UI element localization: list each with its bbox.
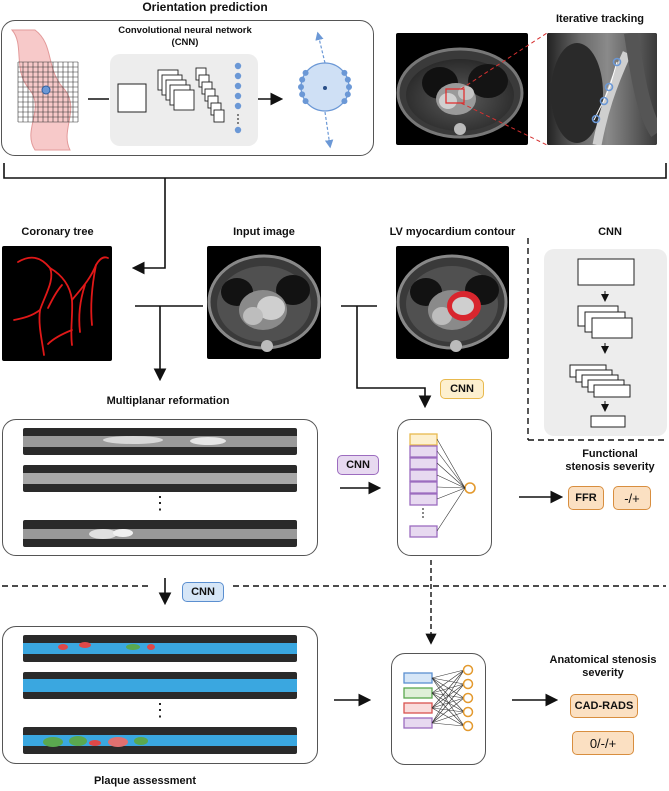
mpr-ellipsis: ⋮ — [151, 493, 169, 513]
cadrads-network-nodes — [403, 672, 433, 729]
plaque-ellipsis: ⋮ — [151, 700, 169, 720]
cnn-side-panel-shapes — [569, 258, 635, 428]
lv-contour-title: LV myocardium contour — [389, 226, 516, 238]
ffr-badge: FFR — [568, 486, 604, 510]
vessel-grid-icon — [10, 29, 72, 151]
cnn-output-dots — [234, 62, 242, 134]
plaque-strip-2 — [23, 672, 297, 699]
coronary-tree-vessels — [13, 256, 109, 356]
cadrads-grade-badge: 0/-/+ — [572, 731, 634, 755]
coronary-tree-title: Coronary tree — [21, 226, 94, 238]
mpr-strip-3 — [23, 520, 297, 547]
grid-center-point — [41, 85, 51, 95]
input-image-title: Input image — [233, 226, 295, 238]
cadrads-output-nodes — [462, 664, 474, 732]
mpr-strip-2 — [23, 465, 297, 492]
sphere-direction-dots — [298, 69, 352, 105]
ffr-sign-badge: -/+ — [613, 486, 651, 510]
cnn-input-square — [117, 83, 147, 113]
lv-contour-image — [396, 246, 509, 359]
multiplanar-title: Multiplanar reformation — [106, 395, 230, 407]
ffr-network-nodes — [409, 433, 476, 538]
plaque-strip-1 — [23, 635, 297, 662]
ffr-network-edges — [422, 438, 466, 532]
cadrads-badge: CAD-RADS — [570, 694, 638, 718]
cadrads-network-edges — [431, 669, 465, 727]
plaque-title: Plaque assessment — [93, 775, 197, 787]
coronary-tree-image — [2, 246, 112, 361]
tracking-zoom-image — [547, 33, 657, 145]
orientation-prediction-title: Orientation prediction — [142, 0, 268, 14]
tracking-points — [591, 57, 622, 124]
cnn-layer-stack-2 — [195, 67, 225, 123]
anatomical-severity-title: Anatomical stenosis severity — [549, 654, 657, 679]
cnn-badge-yellow: CNN — [440, 379, 484, 399]
plaque-strip-3 — [23, 727, 297, 754]
iterative-tracking-title: Iterative tracking — [555, 13, 645, 25]
cnn-badge-purple: CNN — [337, 455, 379, 475]
cnn-panel-title: CNN — [598, 226, 622, 238]
functional-severity-title: Functional stenosis severity — [565, 448, 655, 473]
cnn-layer-stack-1 — [157, 69, 195, 111]
cardiac-ct-axial-image — [396, 33, 528, 145]
input-ct-image — [207, 246, 321, 359]
cnn-badge-blue: CNN — [182, 582, 224, 602]
orientation-sphere — [300, 31, 350, 149]
cnn-full-label: Convolutional neural network (CNN) — [118, 25, 252, 48]
mpr-strip-1 — [23, 428, 297, 455]
